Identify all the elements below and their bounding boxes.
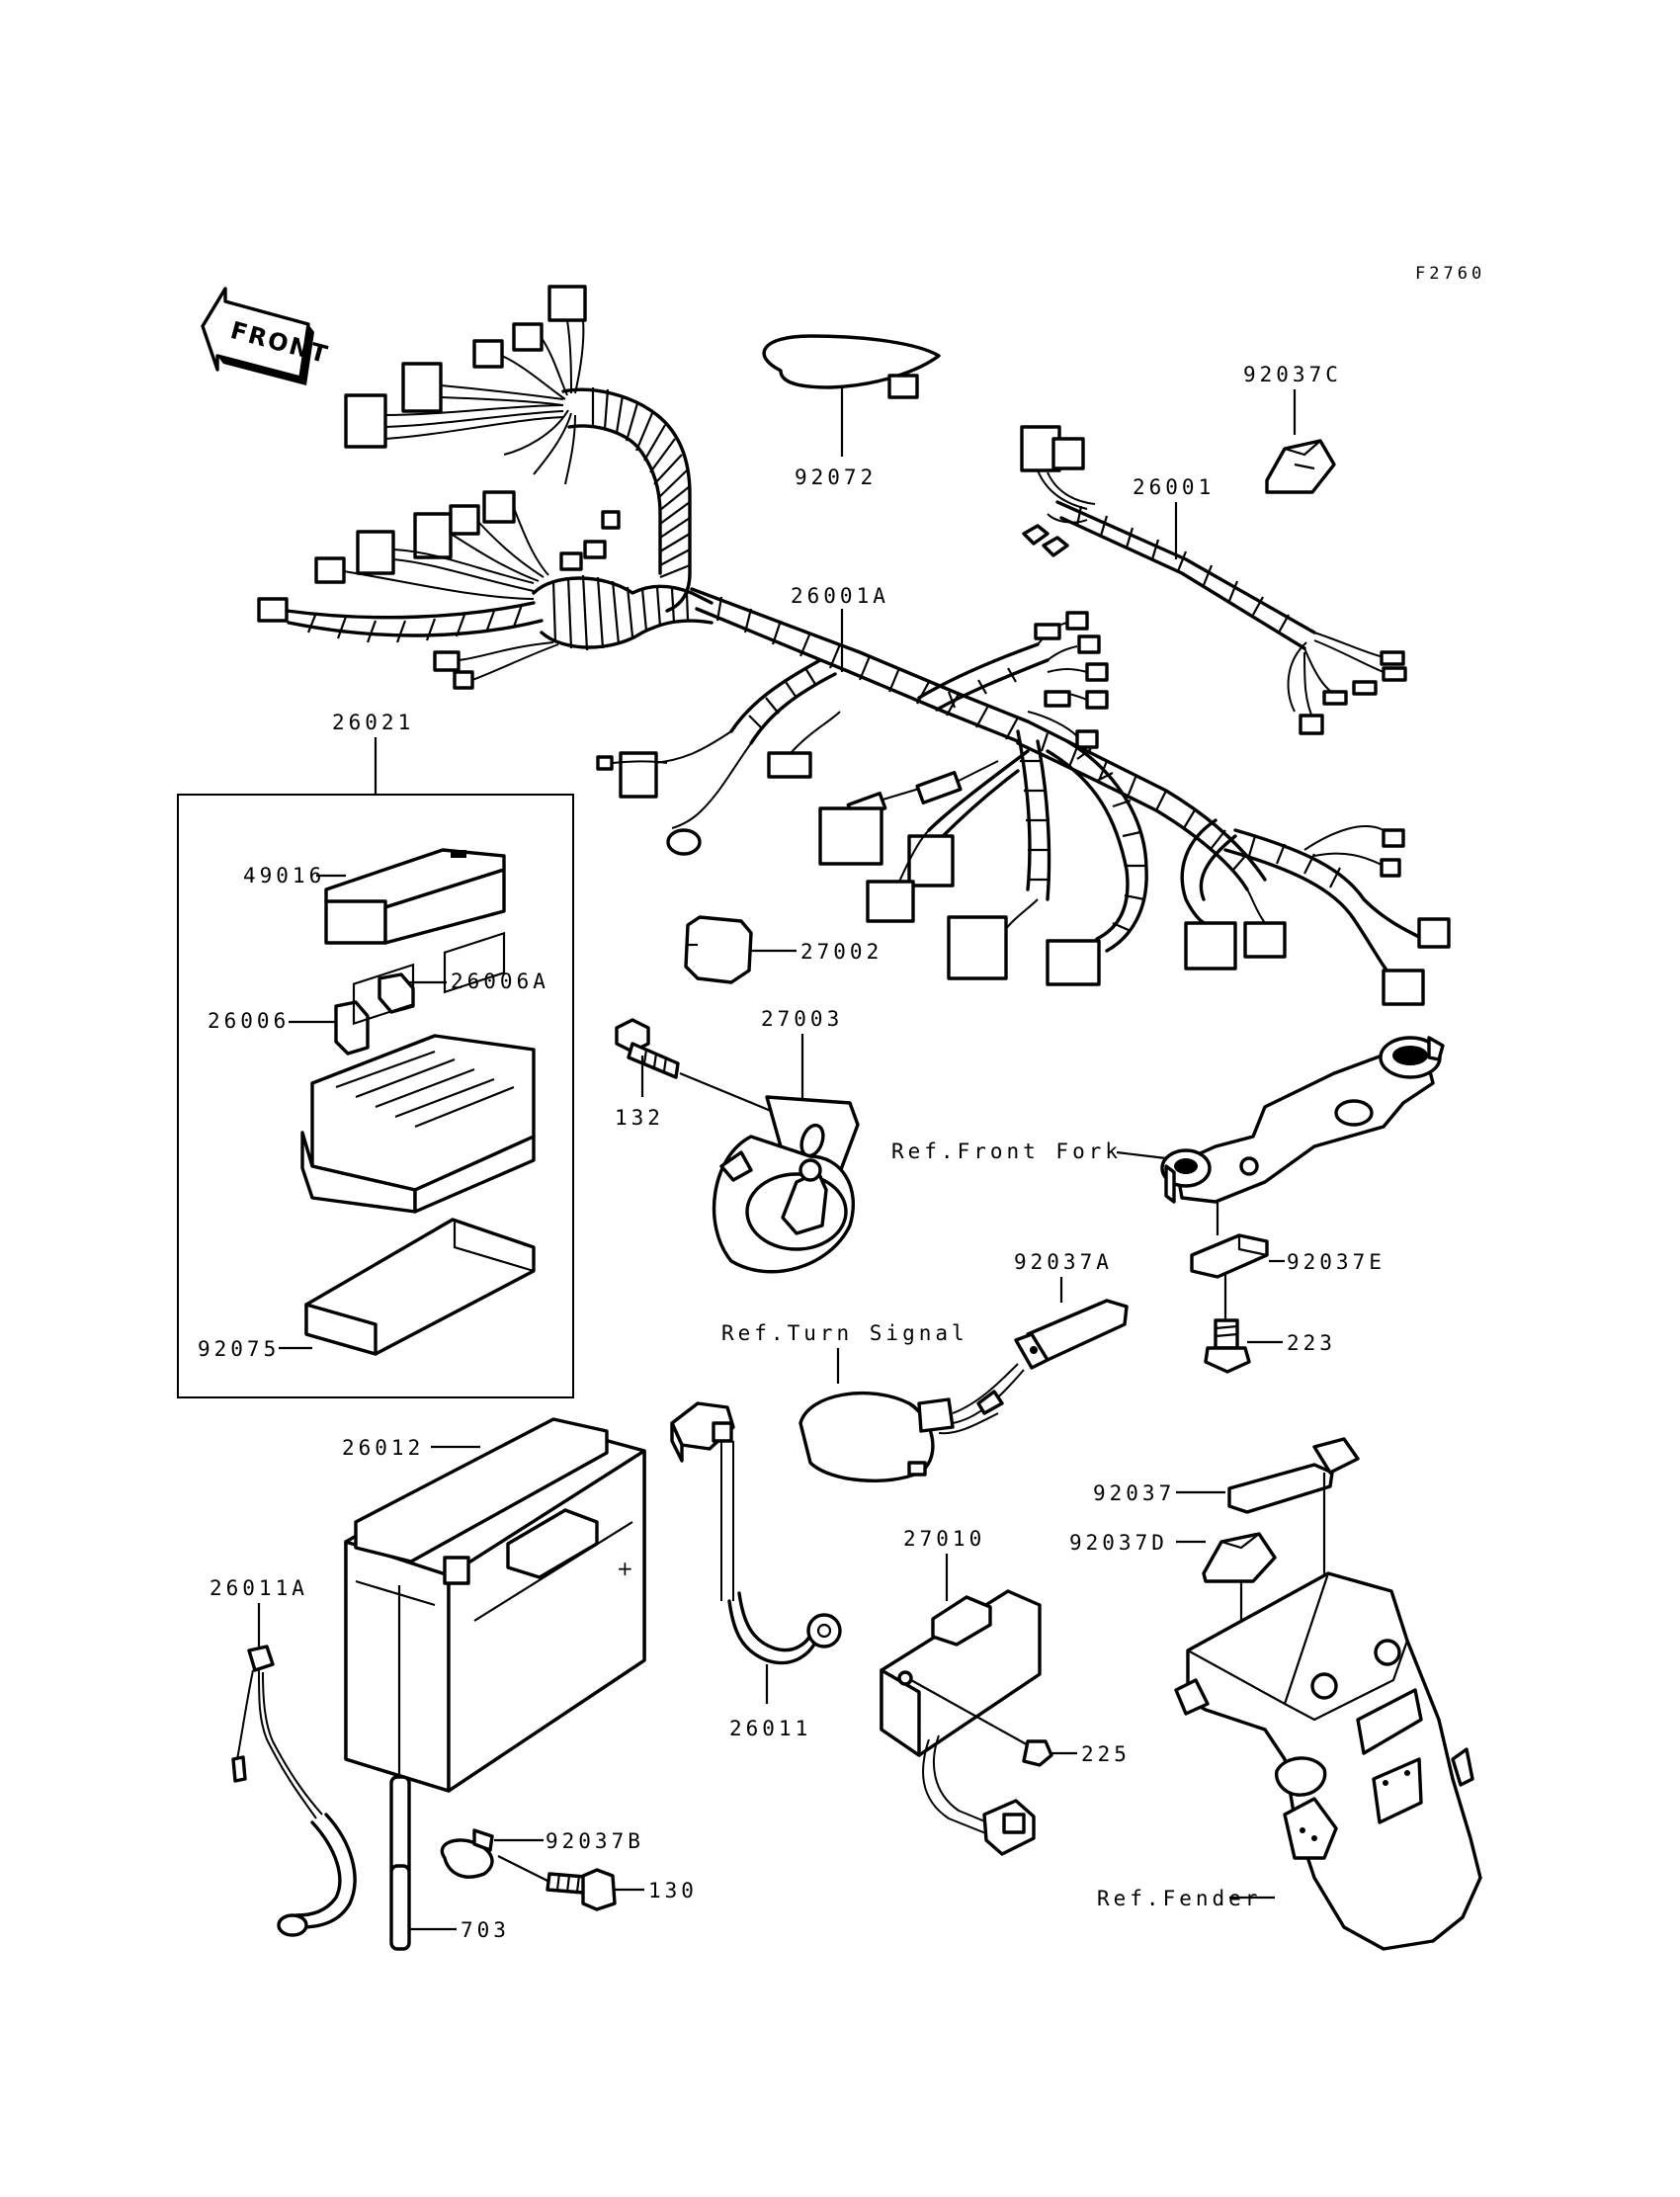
label-ref-fender: Ref.Fender	[1097, 1887, 1261, 1910]
label-26006A: 26006A	[451, 970, 549, 993]
label-26001: 26001	[1133, 475, 1215, 499]
fuse-box-block	[300, 931, 536, 1214]
part-27003-horn	[712, 1095, 860, 1274]
part-27010-unit	[880, 1589, 1042, 1856]
part-92075-fuse-base	[304, 1218, 536, 1356]
label-ref-turn-signal: Ref.Turn Signal	[721, 1321, 968, 1345]
part-49016-fuse-cover	[324, 848, 506, 945]
label-27003: 27003	[761, 1007, 843, 1031]
label-26011A: 26011A	[210, 1576, 308, 1600]
label-92037B: 92037B	[546, 1829, 644, 1853]
label-703: 703	[461, 1918, 510, 1942]
part-92037C-clamp	[1265, 439, 1336, 494]
label-26021: 26021	[332, 711, 414, 734]
ref-front-fork-bracket	[1160, 1036, 1445, 1204]
label-225: 225	[1081, 1742, 1131, 1766]
label-92037E: 92037E	[1287, 1250, 1386, 1274]
part-92037B-clamp	[440, 1828, 494, 1879]
part-703-tube	[389, 1585, 411, 1951]
part-92037A-band	[1014, 1299, 1129, 1370]
label-92072: 92072	[795, 465, 877, 489]
part-92037D-clip	[1202, 1532, 1277, 1583]
figure-code: F2760	[1415, 264, 1485, 284]
label-92037A: 92037A	[1014, 1250, 1113, 1274]
part-26011-lead	[670, 1401, 842, 1665]
part-26001-sub-harness	[1020, 425, 1407, 735]
ref-fender	[1174, 1571, 1482, 1951]
label-ref-front-fork: Ref.Front Fork	[891, 1140, 1122, 1163]
label-223: 223	[1287, 1331, 1336, 1355]
label-130: 130	[648, 1879, 698, 1902]
label-26006: 26006	[208, 1009, 290, 1033]
fuse-box-group-frame	[177, 794, 574, 1398]
part-26006A-fuse	[378, 972, 415, 1014]
front-arrow-icon: FRONT	[201, 287, 332, 385]
label-27002: 27002	[800, 940, 882, 964]
main-wiring-harness	[257, 285, 1451, 1006]
part-26011A-lead	[231, 1645, 357, 1937]
part-225-screw	[1022, 1739, 1053, 1767]
part-92037E-clamp	[1190, 1233, 1269, 1279]
part-92037-strap	[1227, 1437, 1360, 1670]
label-92037: 92037	[1093, 1481, 1175, 1505]
ref-turn-signal-lamp	[798, 1363, 1025, 1482]
part-132-bolt	[615, 1018, 680, 1079]
part-26006-fuse	[334, 1000, 370, 1056]
label-26012: 26012	[342, 1436, 424, 1460]
part-26012-battery: +	[344, 1417, 646, 1793]
label-27010: 27010	[903, 1527, 985, 1551]
label-92037D: 92037D	[1069, 1531, 1168, 1555]
label-132: 132	[615, 1106, 664, 1130]
battery-plus-mark: +	[617, 1557, 633, 1580]
label-92075: 92075	[198, 1337, 280, 1361]
part-92072-cable-tie	[762, 334, 941, 399]
part-130-bolt	[546, 1868, 617, 1911]
label-92037C: 92037C	[1243, 363, 1342, 386]
label-49016: 49016	[243, 864, 325, 887]
label-26011: 26011	[729, 1717, 811, 1740]
part-223-bolt	[1204, 1318, 1251, 1374]
part-27002-relay	[684, 915, 753, 984]
label-26001A: 26001A	[791, 584, 889, 608]
